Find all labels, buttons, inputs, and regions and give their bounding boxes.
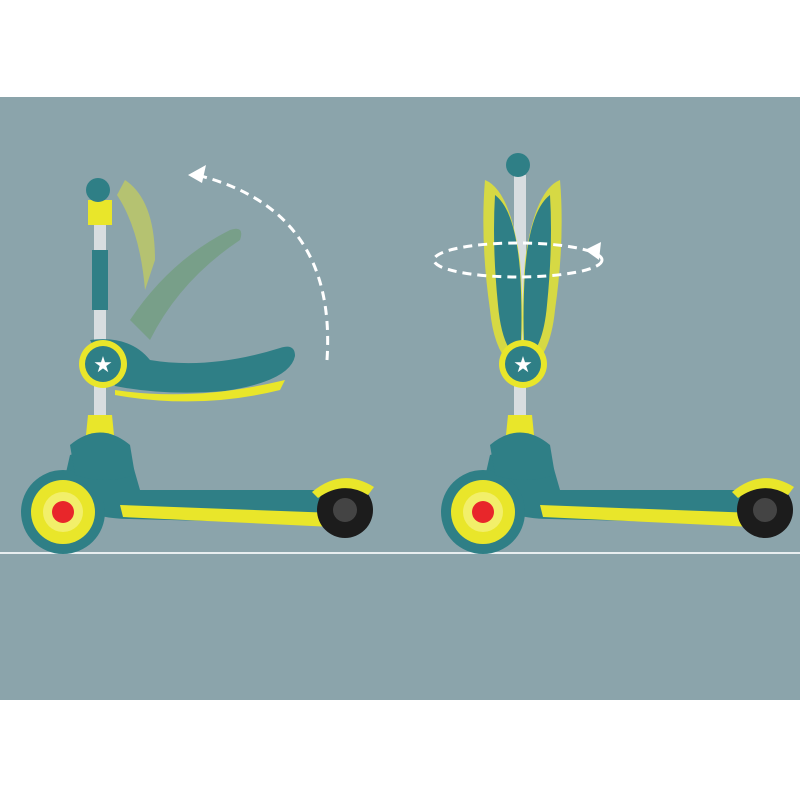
star-icon: ★	[93, 353, 113, 378]
rotate-arrow-icon	[432, 241, 604, 279]
scooter-right: ★	[432, 153, 794, 554]
background-band	[0, 97, 800, 700]
scooter-left: ★	[21, 165, 374, 554]
curved-arrow-icon	[196, 173, 330, 361]
star-icon: ★	[513, 353, 533, 378]
floor-line	[0, 552, 800, 554]
handle-grip	[86, 178, 110, 202]
